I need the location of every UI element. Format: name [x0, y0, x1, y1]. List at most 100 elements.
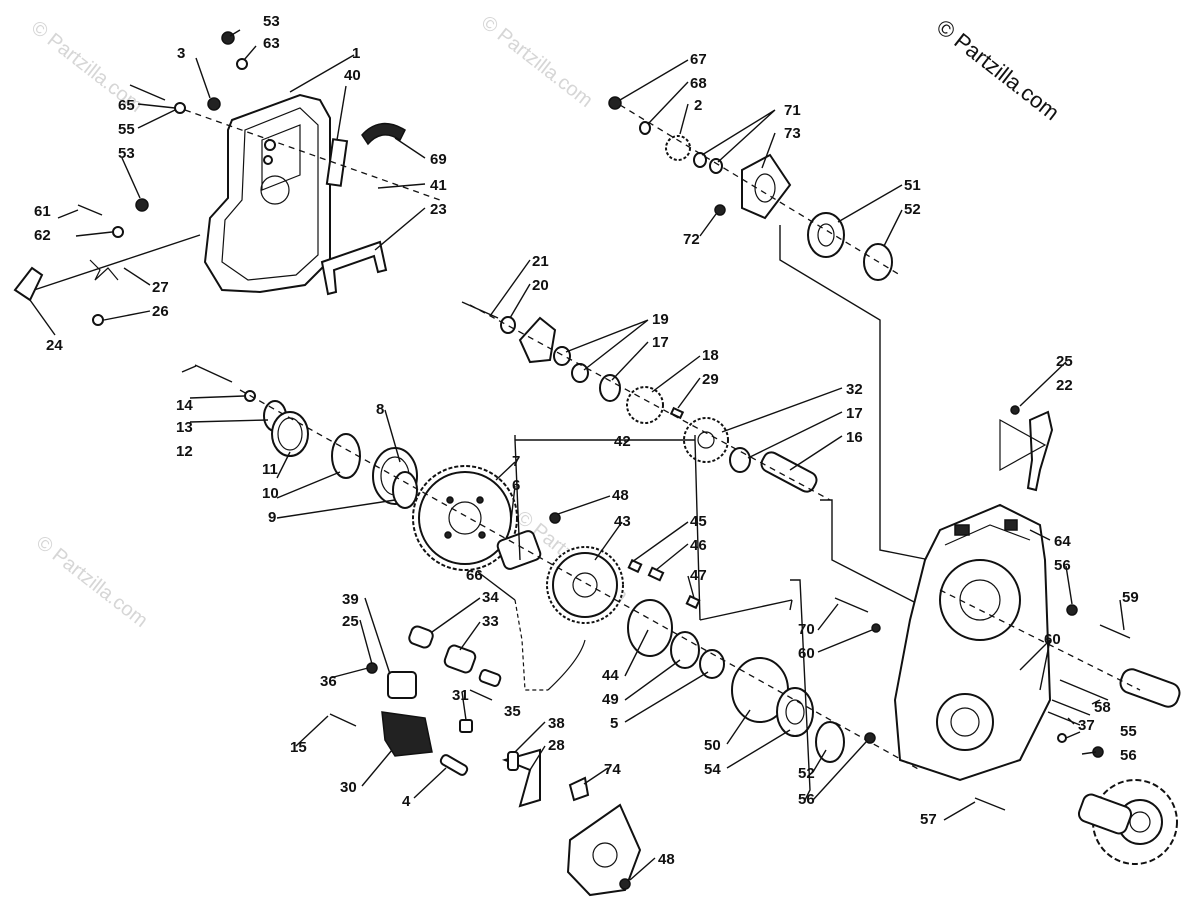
pin-35	[478, 669, 502, 687]
callout-65: 65	[118, 97, 135, 114]
callout-71: 71	[784, 102, 801, 119]
bearing-17-low	[729, 447, 751, 473]
bolt-14	[194, 364, 233, 383]
disc-44	[627, 599, 673, 657]
seal-9	[392, 471, 418, 509]
callout-9: 9	[268, 509, 276, 526]
shaft-16	[760, 451, 818, 493]
brake-lever	[13, 266, 44, 302]
callout-50: 50	[704, 737, 721, 754]
callout-37: 37	[1078, 717, 1095, 734]
callout-64: 64	[1054, 533, 1071, 550]
callout-24: 24	[46, 337, 63, 354]
centerline-housing	[939, 589, 1141, 691]
callout-46: 46	[690, 537, 707, 554]
nut-36	[366, 662, 378, 674]
nut-53-top	[221, 31, 235, 45]
bushing-33	[443, 644, 477, 674]
flange-73	[741, 153, 792, 220]
callout-29: 29	[702, 371, 719, 388]
callout-52-low: 52	[798, 765, 815, 782]
chaincase-housing	[893, 503, 1052, 782]
brake-shaft	[27, 234, 201, 293]
bolt-58b	[1051, 699, 1091, 716]
centerline-cover	[184, 109, 441, 201]
callout-54: 54	[704, 761, 721, 778]
callout-39: 39	[342, 591, 359, 608]
fitting-31	[459, 719, 473, 733]
stud-70	[834, 597, 869, 613]
callout-48-bottom: 48	[658, 851, 675, 868]
track-drive-sprocket	[1077, 779, 1178, 865]
clip-74	[568, 776, 590, 802]
spring-38	[507, 751, 519, 771]
callout-32: 32	[846, 381, 863, 398]
callout-49: 49	[602, 691, 619, 708]
callout-58: 58	[1094, 699, 1111, 716]
callout-60-left: 60	[798, 645, 815, 662]
callout-63: 63	[263, 35, 280, 52]
locator-top	[779, 225, 931, 561]
callout-5: 5	[610, 715, 618, 732]
callout-56-right: 56	[1120, 747, 1137, 764]
cover-gasket	[325, 138, 349, 187]
nut-53-mid	[135, 198, 149, 212]
bearing-49	[670, 631, 700, 669]
callout-56-low: 56	[798, 791, 815, 808]
callout-43: 43	[614, 513, 631, 530]
sprocket-18	[626, 386, 664, 424]
tensioner-plate	[518, 316, 557, 364]
callout-47: 47	[690, 567, 707, 584]
callout-7: 7	[512, 453, 520, 470]
screw-45	[627, 558, 643, 574]
washer-26	[92, 314, 104, 326]
group-42-bracket	[514, 435, 701, 621]
bolt-57	[974, 797, 1006, 811]
bolt-15	[329, 713, 357, 727]
callout-57: 57	[920, 811, 937, 828]
callout-25-left: 25	[342, 613, 359, 630]
callout-31: 31	[452, 687, 469, 704]
screw-46	[647, 566, 665, 582]
callout-25-right: 25	[1056, 353, 1073, 370]
callout-4: 4	[402, 793, 411, 810]
nut-56-bottom	[864, 732, 876, 744]
callout-19: 19	[652, 311, 669, 328]
washer-62	[112, 226, 124, 238]
callout-66: 66	[466, 567, 483, 584]
callout-labels: 53 63 3 1 40 65 55 53 69 41 23 61 62 27 …	[34, 13, 1139, 868]
washer-20	[500, 316, 516, 334]
bolt-25-right	[1010, 405, 1020, 415]
locator-mid	[820, 499, 921, 606]
callout-67: 67	[690, 51, 707, 68]
washer-68	[639, 121, 651, 135]
callout-21: 21	[532, 253, 549, 270]
callout-14: 14	[176, 397, 193, 414]
washer-5	[699, 649, 725, 679]
washer-55-right	[1057, 733, 1067, 743]
callout-41: 41	[430, 177, 447, 194]
callout-8: 8	[376, 401, 384, 418]
output-shaft	[1119, 668, 1181, 708]
drive-chain	[514, 599, 548, 691]
washer-19b	[571, 363, 589, 383]
lever-bracket	[320, 240, 388, 296]
washer-19a	[553, 346, 571, 366]
callout-40: 40	[344, 67, 361, 84]
callout-27: 27	[152, 279, 169, 296]
washer-63	[236, 58, 248, 70]
brake-pad-30	[381, 711, 433, 757]
bolt-58a	[1059, 679, 1109, 701]
watermark-3: © Partzilla.com	[32, 532, 152, 632]
callout-6: 6	[512, 477, 520, 494]
callout-3: 3	[177, 45, 185, 62]
callout-30: 30	[340, 779, 357, 796]
bolt-37	[1047, 711, 1081, 726]
callout-70: 70	[798, 621, 815, 638]
nut-67	[608, 96, 622, 110]
nut-3	[207, 97, 221, 111]
callout-55-top: 55	[118, 121, 135, 138]
bearing-51	[807, 212, 845, 258]
callout-68: 68	[690, 75, 707, 92]
